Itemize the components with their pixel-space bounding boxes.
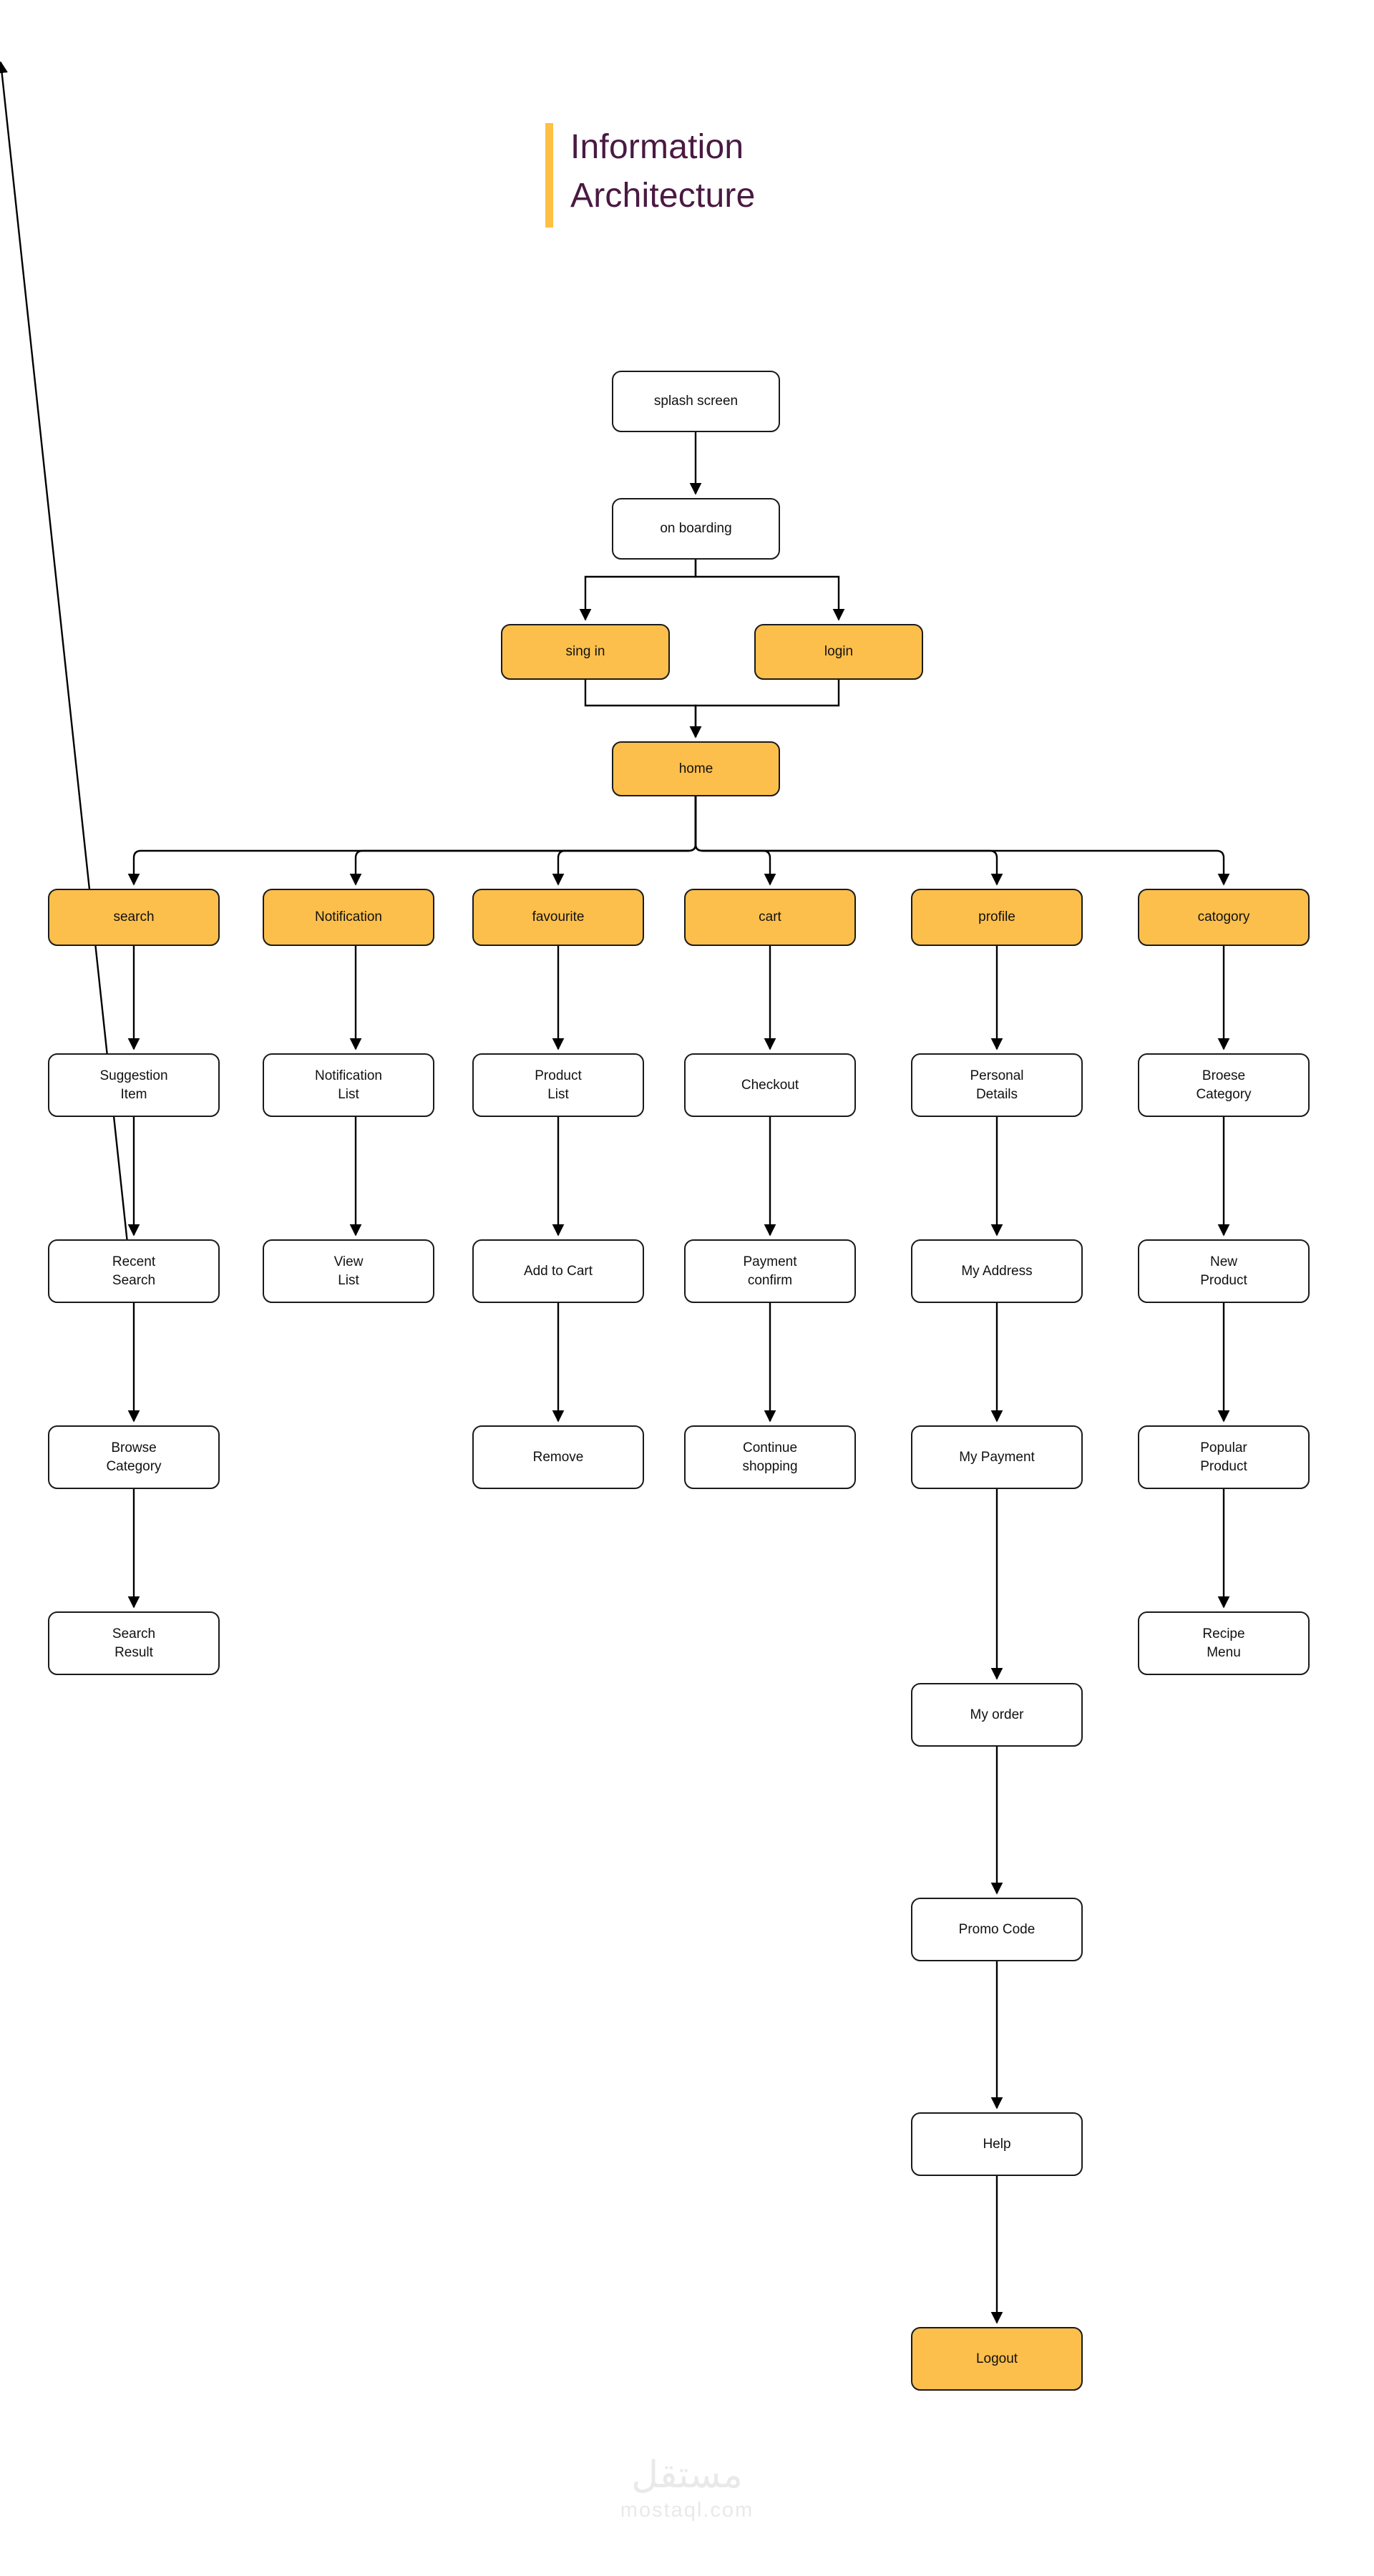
watermark-latin-text: mostaql.com [620, 2498, 754, 2522]
edge-home-to-notification [349, 796, 697, 886]
watermark-arabic-text: مستقل [631, 2454, 743, 2496]
node-home[interactable]: home [612, 741, 780, 796]
edge-singin-to-home [584, 680, 702, 738]
edge-home-to-search [127, 796, 697, 886]
node-recent-search[interactable]: Recent Search [48, 1239, 220, 1303]
node-cart[interactable]: cart [684, 889, 856, 946]
edge-home-to-profile [694, 796, 1003, 886]
node-add-to-cart[interactable]: Add to Cart [472, 1239, 644, 1303]
node-view-list[interactable]: View List [263, 1239, 434, 1303]
node-my-address[interactable]: My Address [911, 1239, 1083, 1303]
node-promo-code[interactable]: Promo Code [911, 1898, 1083, 1961]
node-favourite[interactable]: favourite [472, 889, 644, 946]
node-sing-in[interactable]: sing in [501, 624, 670, 680]
node-checkout[interactable]: Checkout [684, 1053, 856, 1117]
node-broese-category[interactable]: Broese Category [1138, 1053, 1310, 1117]
node-my-payment[interactable]: My Payment [911, 1425, 1083, 1489]
node-splash-screen[interactable]: splash screen [612, 371, 780, 432]
node-continue-shopping[interactable]: Continue shopping [684, 1425, 856, 1489]
node-personal-details[interactable]: Personal Details [911, 1053, 1083, 1117]
page-title: Information Architecture [570, 128, 756, 215]
node-payment-confirm[interactable]: Payment confirm [684, 1239, 856, 1303]
node-product-list[interactable]: Product List [472, 1053, 644, 1117]
node-suggestion-item[interactable]: Suggestion Item [48, 1053, 220, 1117]
node-new-product[interactable]: New Product [1138, 1239, 1310, 1303]
edge-onboarding-to-login [694, 560, 845, 621]
node-browse-category[interactable]: Browse Category [48, 1425, 220, 1489]
edge-home-to-catogory [694, 796, 1230, 886]
watermark: مستقل mostaql.com [0, 2456, 1374, 2526]
node-search[interactable]: search [48, 889, 220, 946]
edge-login-to-home [689, 680, 840, 738]
node-on-boarding[interactable]: on boarding [612, 498, 780, 560]
node-my-order[interactable]: My order [911, 1683, 1083, 1747]
node-notification[interactable]: Notification [263, 889, 434, 946]
node-recipe-menu[interactable]: Recipe Menu [1138, 1611, 1310, 1675]
node-notification-list[interactable]: Notification List [263, 1053, 434, 1117]
node-remove[interactable]: Remove [472, 1425, 644, 1489]
node-help[interactable]: Help [911, 2112, 1083, 2176]
node-catogory[interactable]: catogory [1138, 889, 1310, 946]
title-accent-bar [545, 123, 553, 228]
edge-onboarding-to-singin [579, 560, 697, 621]
edge-home-to-cart [694, 796, 776, 886]
node-logout[interactable]: Logout [911, 2327, 1083, 2391]
edge-home-to-favourite [552, 796, 697, 886]
node-popular-product[interactable]: Popular Product [1138, 1425, 1310, 1489]
node-search-result[interactable]: Search Result [48, 1611, 220, 1675]
page-title-block: Information Architecture [545, 123, 756, 228]
node-profile[interactable]: profile [911, 889, 1083, 946]
node-login[interactable]: login [754, 624, 923, 680]
